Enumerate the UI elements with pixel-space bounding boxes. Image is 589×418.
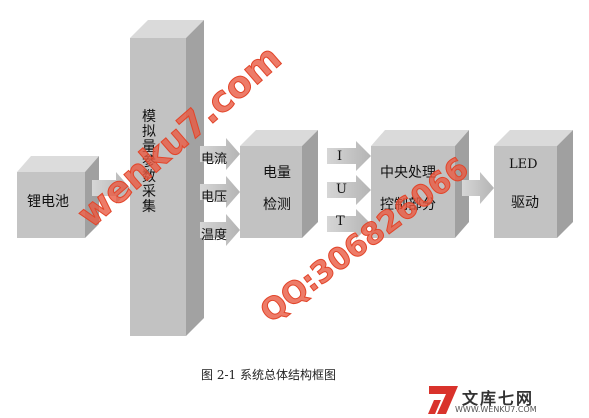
signal-U-label: U	[336, 182, 347, 197]
led-label-line2: 驱动	[511, 195, 539, 211]
led-label-line1: LED	[509, 157, 538, 172]
arrow-voltage	[200, 176, 240, 208]
battery-block	[17, 156, 99, 238]
led-driver-block	[494, 130, 573, 238]
control-label-line2: 控制部分	[380, 197, 436, 213]
figure-caption: 图 2-1 系统总体结构框图	[201, 368, 336, 382]
signal-current-label: 电流	[201, 152, 228, 167]
logo-url: WWW.WENKU7.COM	[455, 405, 537, 414]
arrow-temperature	[200, 214, 240, 246]
arrow-I	[327, 141, 371, 171]
measure-label-line2: 检测	[263, 197, 291, 213]
sampling-label: 模拟量参数采集	[142, 109, 156, 215]
arrow-battery-to-sampling	[92, 172, 130, 204]
logo-mark	[428, 386, 458, 414]
battery-label: 锂电池	[27, 194, 69, 210]
signal-temperature-label: 温度	[201, 228, 228, 243]
measure-block	[240, 130, 318, 238]
logo-brand: 文库七网	[462, 389, 535, 408]
arrow-T	[327, 209, 371, 239]
control-label-line1: 中央处理	[380, 165, 436, 181]
signal-I-label: I	[337, 149, 343, 164]
signal-voltage-label: 电压	[201, 190, 228, 205]
arrow-current	[200, 138, 240, 170]
measure-label-line1: 电量	[263, 165, 291, 181]
sampling-block	[130, 20, 204, 336]
arrow-U	[327, 175, 371, 205]
arrow-control-to-led	[462, 172, 494, 204]
signal-T-label: T	[336, 214, 345, 229]
